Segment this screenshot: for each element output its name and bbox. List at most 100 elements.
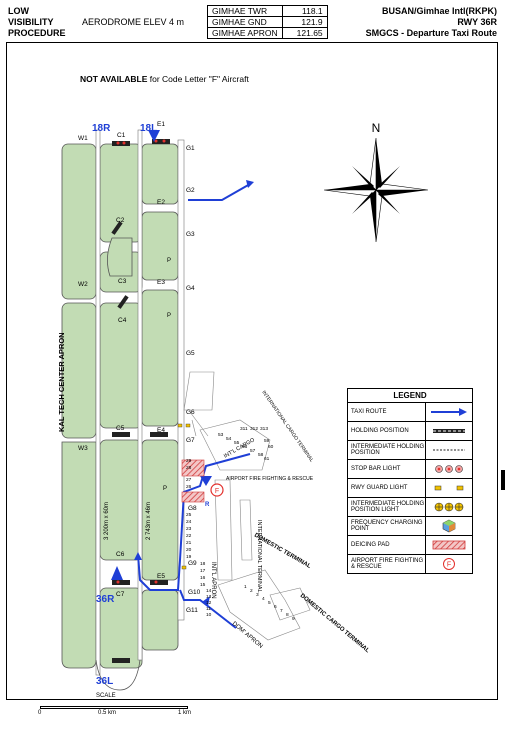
stand-number: 58 (258, 452, 264, 458)
terminal-label: INTERNATIONAL TERMINAL (256, 520, 262, 593)
stand-number: 19 (186, 554, 192, 560)
chart-name: SMGCS - Departure Taxi Route (365, 28, 497, 38)
north-label: N (372, 121, 381, 135)
stand-number: 18 (200, 561, 206, 567)
stand-number: 60 (268, 444, 274, 450)
holding-bar (112, 658, 130, 663)
legend-label: RWY GUARD LIGHT (351, 484, 408, 491)
letter-p: P (163, 486, 167, 492)
stand-number: 29 (186, 458, 192, 464)
airfield-block (141, 211, 179, 281)
airport-name: BUSAN/Gimhae Intl(RKPK) (381, 6, 497, 16)
aerodrome-elevation: AERODROME ELEV 4 m (82, 17, 185, 27)
compass-point (378, 166, 400, 188)
guard-light (185, 423, 191, 428)
taxiway-label: G1 (186, 145, 195, 152)
route-arrow (134, 552, 142, 560)
frequency-table: GIMHAE TWR 118.1 GIMHAE GND 121.9 GIMHAE… (207, 5, 328, 39)
page-edge-marker (501, 470, 505, 490)
terminal-label: INTERNATIONAL CARGO TERMINAL (260, 390, 314, 464)
legend-row: RWY GUARD LIGHT (348, 479, 472, 498)
legend-row: STOP BAR LIGHT (348, 460, 472, 479)
taxiway-label: G5 (186, 350, 195, 357)
fire-icon: F (425, 555, 472, 573)
airfield-block (107, 237, 133, 277)
stop-bar-light (116, 580, 120, 584)
terminal-label: DOMESTIC CARGO TERMINAL (299, 593, 371, 655)
frequency-row: GIMHAE APRON 121.65 (207, 27, 328, 39)
taxi-route-segment (179, 589, 237, 629)
legend-label: HOLDING POSITION (351, 427, 409, 434)
legend: LEGEND TAXI ROUTE HOLDING POSITION INTER… (347, 388, 473, 574)
chart-frame (6, 42, 498, 700)
stand-number: 56 (242, 444, 248, 450)
guard-light (177, 423, 183, 428)
legend-label: AIRPORT FIRE FIGHTING & RESCUE (351, 557, 424, 571)
stand-number: 7 (280, 608, 283, 614)
airfield-block (141, 143, 179, 205)
intermediate-holding-light-icon (425, 498, 472, 516)
cargo-building (269, 587, 311, 621)
taxiway-label: C2 (116, 217, 125, 224)
charging-point-icon (425, 517, 472, 535)
stand-number: 15 (200, 582, 206, 588)
route-arrow (200, 476, 212, 486)
taxiway-label: G9 (188, 560, 197, 567)
stand-number: 14 (206, 588, 212, 594)
legend-label: INTERMEDIATE HOLDING POSITION (351, 443, 425, 457)
deicing-pad (181, 459, 205, 477)
area-letters: R P P P (163, 258, 210, 508)
terminal-building (214, 479, 233, 581)
stand-number: 16 (200, 575, 206, 581)
stand-number: 27 (186, 477, 192, 483)
legend-row: AIRPORT FIRE FIGHTING & RESCUE F (348, 555, 472, 573)
stop-bar-light (154, 139, 158, 143)
stand-number: 312 (250, 426, 258, 432)
taxiway-label: C4 (118, 317, 127, 324)
taxiway-label: E4 (157, 427, 165, 434)
stand-number: 5 (268, 600, 271, 606)
holding-position-icon (425, 422, 472, 440)
frequency-name: GIMHAE APRON (207, 27, 283, 39)
stand-number: 6 (274, 604, 277, 610)
scale-tick: 1 km (178, 710, 192, 716)
arrow-down-icon (148, 130, 160, 142)
stand-numbers: 29 28 27 26 25 24 23 22 21 20 19 18 17 1… (186, 426, 295, 622)
deicing-pad-icon (425, 536, 472, 554)
legend-label: STOP BAR LIGHT (351, 465, 401, 472)
taxiway-label: G3 (186, 231, 195, 238)
stand-number: 13 (206, 594, 212, 600)
apron-outlines (183, 371, 311, 641)
rwy-guard-lights (177, 423, 191, 570)
compass-point (352, 192, 374, 214)
stand-number: 9 (292, 616, 295, 622)
airfield-block (61, 302, 97, 439)
runway-18r-36l (61, 143, 97, 669)
holding-bar (112, 580, 130, 585)
apron-label: INT'L APRON (210, 562, 216, 599)
notice-text: for Code Letter "F" Aircraft (147, 74, 249, 84)
stand-number: 61 (264, 456, 270, 462)
letter-p: P (167, 258, 171, 264)
stand-number: 311 (240, 426, 248, 432)
stand-number: 10 (206, 612, 212, 618)
stand-number: 22 (186, 533, 192, 539)
guard-light-icon (425, 479, 472, 497)
stop-bar-lights (116, 139, 166, 584)
taxiway-label: E5 (157, 573, 165, 580)
taxiway-label: W2 (78, 281, 88, 288)
scale-bar: SCALE 0 0.5 km 1 km (30, 693, 230, 723)
compass-point (370, 190, 376, 242)
stand-number: 25 (186, 512, 192, 518)
legend-row: DEICING PAD (348, 536, 472, 555)
airfield-block (61, 441, 97, 669)
compass-point (352, 166, 374, 188)
stop-bar-light (154, 580, 158, 584)
fire-icon (210, 483, 224, 497)
taxiway-label: E2 (157, 199, 165, 206)
taxiway-label: G10 (188, 589, 201, 596)
stand-number: 54 (226, 436, 232, 442)
runway-dimension: 3 200m x 60m (104, 502, 110, 540)
taxiway-label: C6 (116, 551, 125, 558)
apron-shape (217, 569, 301, 641)
